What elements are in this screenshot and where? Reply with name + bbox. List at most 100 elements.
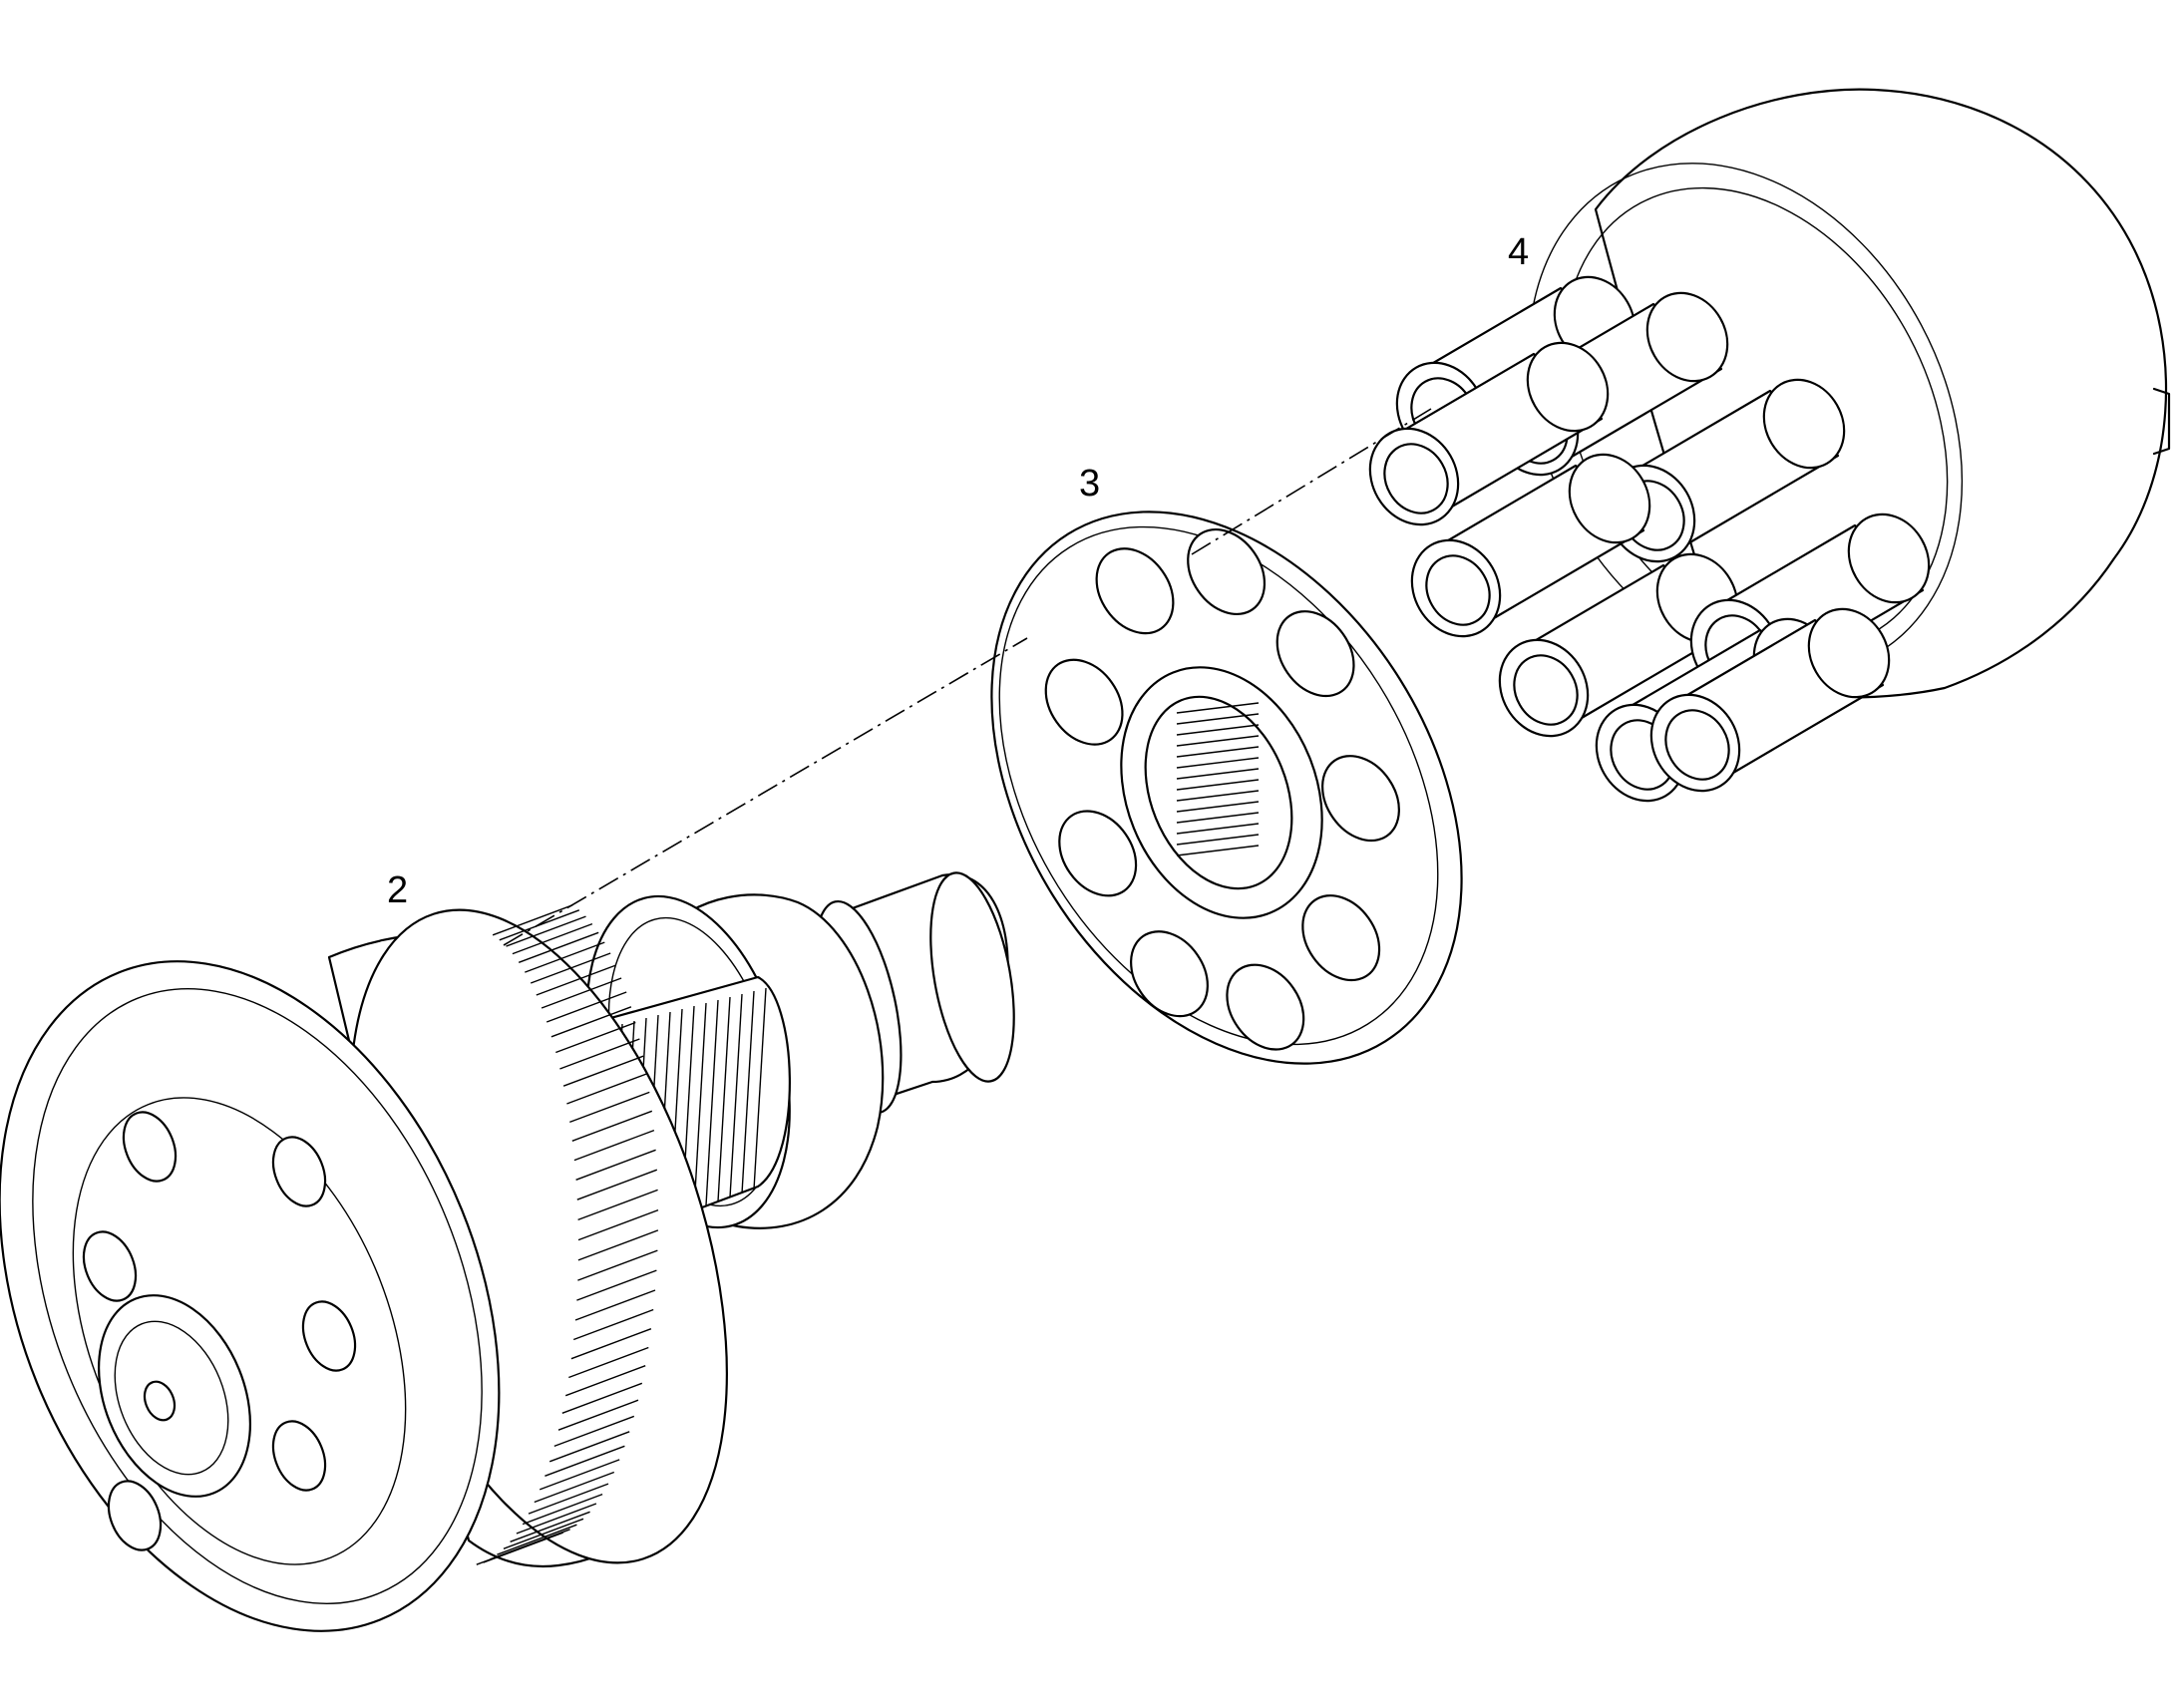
piston-back-end (1762, 378, 1846, 470)
gear-tooth (525, 941, 605, 973)
hub-spline-tooth (1176, 713, 1260, 725)
gear-tooth (528, 1483, 609, 1515)
gear-tooth (536, 964, 617, 996)
retainer-plate (990, 511, 1463, 1065)
gear-tooth (575, 1149, 656, 1181)
assembly-axis-line-a (503, 637, 1028, 946)
piston-bore (1513, 654, 1579, 726)
gear-tooth (577, 1189, 658, 1221)
gear-tooth (577, 1229, 659, 1261)
hub-spline-tooth (1176, 768, 1260, 780)
hub-spline-tooth (1176, 702, 1260, 714)
assembly-axis-line-b (1191, 408, 1432, 555)
retainer-hole (1130, 930, 1209, 1018)
port-hole (107, 1480, 163, 1551)
hub-spline-tooth (1176, 790, 1260, 802)
retainer-hole (1095, 547, 1175, 635)
gear-tooth (555, 1021, 636, 1054)
cylinder-block-with-pistons (1368, 88, 2171, 803)
hub-spline-tooth (1176, 757, 1260, 769)
gear-tooth (522, 1493, 603, 1526)
piston-bore (1383, 443, 1449, 514)
gear-tooth (553, 1415, 635, 1448)
retainer-hole (1275, 610, 1355, 698)
gear-tooth (492, 904, 573, 936)
gear-tooth (564, 1365, 646, 1397)
piston-bore (1425, 554, 1491, 626)
gear-tooth (559, 1038, 640, 1070)
port-hole (122, 1111, 178, 1183)
piston-back-end (1645, 291, 1729, 383)
piston-bore (1664, 709, 1730, 781)
retainer-hole (1226, 963, 1305, 1051)
retainer-hole (1058, 810, 1138, 897)
gear-tooth (550, 1006, 632, 1038)
retainer-hole (1321, 755, 1400, 843)
drive-shaft-assembly (0, 871, 1015, 1632)
gear-tooth (518, 931, 599, 963)
retainer-hub-splines (1176, 702, 1260, 856)
gear-tooth (574, 1289, 656, 1321)
hub-spline-tooth (1176, 724, 1260, 736)
retainer-hole (1044, 658, 1124, 746)
gear-tooth (561, 1382, 643, 1414)
gear-tooth (545, 991, 627, 1023)
barrel-front-rim (32, 988, 483, 1604)
retainer-plate-rim (998, 525, 1439, 1046)
shaft-end-face (929, 871, 1015, 1083)
piston (1368, 341, 1610, 526)
gear-tooth (534, 1471, 615, 1504)
gear-tooth (539, 1459, 620, 1491)
piston-back-end (1526, 341, 1610, 433)
piston (1649, 607, 1891, 793)
gear-tooth (576, 1169, 658, 1200)
gear-tooth (577, 1249, 658, 1281)
gear-tooth (506, 915, 586, 947)
callout-label-4: 4 (1508, 231, 1529, 273)
retainer-plate-holes (1044, 527, 1400, 1051)
gear-tooth (530, 952, 611, 984)
port-hole (301, 1300, 357, 1372)
gear-tooth (568, 1346, 649, 1379)
piston-back-end (1807, 607, 1891, 699)
gear-tooth (548, 1431, 630, 1463)
gear-tooth (510, 1511, 590, 1542)
hub-spline-tooth (1176, 812, 1260, 824)
gear-tooth (557, 1399, 639, 1431)
gear-tooth (576, 1269, 657, 1301)
piston-back-end (1847, 512, 1931, 604)
callout-label-3: 3 (1079, 463, 1100, 505)
gear-tooth (566, 1073, 647, 1105)
callout-label-2: 2 (387, 869, 408, 911)
gear-tooth (497, 1524, 577, 1555)
shaft-spline-line (717, 996, 731, 1202)
gear-tooth (570, 1328, 652, 1360)
gear-tooth (516, 1503, 597, 1535)
valve-plate-ports (82, 1111, 357, 1551)
hub-spline-tooth (1176, 779, 1260, 791)
retainer-hole (1301, 894, 1381, 982)
shaft-spline-line (705, 999, 719, 1206)
gear-tooth (572, 1308, 654, 1341)
gear-tooth (569, 1091, 650, 1124)
shaft-spline-line (741, 990, 755, 1195)
hub-spline-tooth (1176, 845, 1260, 856)
piston (1410, 453, 1651, 638)
gear-tooth (562, 1055, 644, 1087)
hub-spline-tooth (1176, 823, 1260, 835)
front-bearing (98, 1294, 251, 1498)
pistons (1368, 275, 1931, 803)
shaft-spline-line (693, 1002, 707, 1210)
shaft-center (143, 1380, 177, 1422)
hub-spline-tooth (1176, 834, 1260, 846)
shaft-spline-line (729, 993, 743, 1198)
piston-back-end (1568, 453, 1651, 544)
front-bearing-race (114, 1320, 229, 1476)
hub-spline-tooth (1176, 746, 1260, 758)
gear-tooth (512, 922, 593, 955)
gear-tooth (573, 1129, 655, 1162)
gear-tooth (541, 977, 622, 1009)
gear-tooth (476, 1534, 557, 1565)
gear-tooth (503, 1518, 584, 1549)
